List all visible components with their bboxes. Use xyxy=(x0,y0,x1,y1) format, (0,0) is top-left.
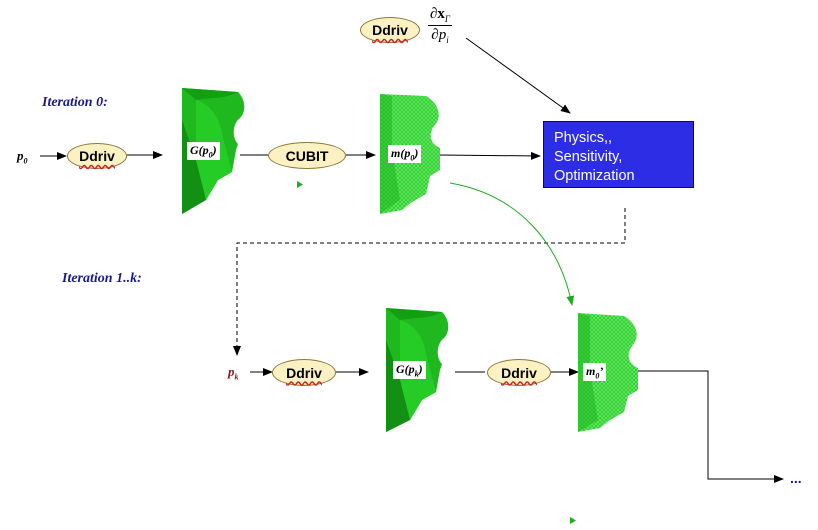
ddriv-oval-top[interactable]: Ddriv xyxy=(360,17,420,43)
ddriv-row2a-label: Ddriv xyxy=(286,364,322,381)
numerator-sub: Γ xyxy=(444,14,451,24)
arrow-mprime-out xyxy=(637,370,784,483)
g0-close: ) xyxy=(212,143,217,157)
m0-sub: 0 xyxy=(410,153,415,163)
ddriv-top-label: Ddriv xyxy=(372,22,408,38)
ddriv-oval-row2a[interactable]: Ddriv xyxy=(272,359,336,386)
derivative-fraction: ∂xΓ ∂pi xyxy=(428,6,453,45)
cubit-oval[interactable]: CUBIT xyxy=(268,142,346,169)
denominator-sub: i xyxy=(446,35,449,45)
g0-label: G(p0) xyxy=(187,142,220,161)
ddriv-row1-label: Ddriv xyxy=(79,148,115,164)
param-pk: pk xyxy=(228,364,239,382)
denominator-p: p xyxy=(438,27,447,43)
iteration-1k-label: Iteration 1..k: xyxy=(62,271,142,286)
mprime-label: m0’ xyxy=(583,363,607,382)
mprime-text: m xyxy=(586,364,596,378)
green-bullet-marker xyxy=(297,181,303,188)
param-p0: p0 xyxy=(17,148,28,166)
m0-text: m(p xyxy=(391,146,411,160)
derivative-denominator: ∂pi xyxy=(428,25,453,45)
m0-close: ) xyxy=(414,146,419,160)
dashed-feedback-path xyxy=(233,208,626,356)
physics-line-3: Optimization xyxy=(554,168,635,184)
ddriv-oval-row2b[interactable]: Ddriv xyxy=(487,359,551,386)
arrow-derivative-to-physics xyxy=(465,37,571,114)
param-pk-sub: k xyxy=(234,372,239,382)
gk-sub: k xyxy=(414,369,419,379)
gk-text: G(p xyxy=(396,362,415,376)
param-p0-sub: 0 xyxy=(23,156,28,166)
numerator-x: x xyxy=(437,6,445,22)
physics-line-1: Physics,, xyxy=(554,130,613,146)
ddriv-oval-row1[interactable]: Ddriv xyxy=(67,143,127,169)
iteration-0-label: Iteration 0: xyxy=(42,95,108,110)
physics-sensitivity-optimization-box[interactable]: Physics,, Sensitivity, Optimization xyxy=(543,121,694,188)
param-pk-base: p xyxy=(228,364,235,379)
green-bullet-marker-bottom xyxy=(570,517,576,524)
denominator-partial: ∂ xyxy=(431,27,439,43)
physics-line-2: Sensitivity, xyxy=(554,149,623,165)
cubit-label: CUBIT xyxy=(285,147,329,164)
g0-sub: 0 xyxy=(208,150,213,160)
green-curve-arrow xyxy=(449,182,575,306)
m0-label: m(p0) xyxy=(388,145,422,164)
g0-text: G(p xyxy=(190,143,209,157)
continuation-ellipsis: ... xyxy=(790,470,802,486)
numerator-partial: ∂ xyxy=(430,6,438,22)
ddriv-row2b-label: Ddriv xyxy=(501,364,537,381)
gk-close: ) xyxy=(418,362,423,376)
arrow-m0-to-physics xyxy=(439,151,541,160)
gk-label: G(pk) xyxy=(393,361,426,380)
param-p0-base: p xyxy=(17,148,24,163)
mprime-sub: 0 xyxy=(595,371,600,381)
mprime-suffix: ’ xyxy=(599,364,604,378)
derivative-numerator: ∂xΓ xyxy=(428,6,452,25)
